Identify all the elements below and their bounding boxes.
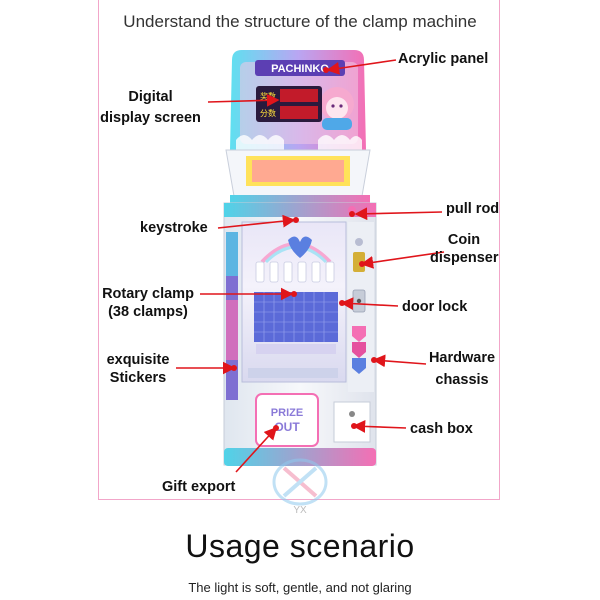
display-label-score: 分数 bbox=[260, 108, 276, 118]
control-panel bbox=[225, 149, 371, 203]
label-keystroke: keystroke bbox=[140, 220, 208, 236]
label-rotary-clamp-line1: Rotary clamp bbox=[102, 286, 194, 302]
marquee-text: PACHINKO bbox=[271, 63, 329, 75]
label-hardware-chassis-line2: chassis bbox=[435, 372, 489, 388]
diagram-frame bbox=[98, 0, 500, 500]
arrow-hardware-chassis bbox=[372, 354, 427, 368]
right-side-panel bbox=[348, 206, 374, 392]
label-acrylic-panel: Acrylic panel bbox=[398, 51, 489, 67]
prize-door-text-line2: OUT bbox=[274, 420, 300, 434]
prize-door-text-line1: PRIZE bbox=[271, 407, 303, 419]
arrow-acrylic-panel bbox=[326, 59, 397, 75]
label-pull-rod: pull rod bbox=[446, 201, 500, 217]
label-door-lock: door lock bbox=[402, 299, 468, 315]
glass-window bbox=[241, 221, 347, 383]
label-digital-display-line2: display screen bbox=[100, 110, 201, 126]
diagram-title: Understand the structure of the clamp ma… bbox=[123, 12, 477, 31]
arrow-gift-export bbox=[235, 426, 278, 473]
label-digital-display-line1: Digital bbox=[128, 89, 173, 105]
callout-arrows bbox=[176, 59, 445, 473]
callout-dots bbox=[231, 67, 377, 431]
arrow-pull-rod bbox=[354, 207, 443, 221]
arrow-keystroke bbox=[217, 214, 296, 229]
cash-box bbox=[333, 401, 371, 443]
exquisite-stickers bbox=[226, 232, 238, 400]
label-cash-box: cash box bbox=[410, 421, 473, 437]
watermark-logo bbox=[272, 458, 328, 506]
digital-display-screen: 奖数 分数 bbox=[256, 86, 322, 122]
arrow-digital-display bbox=[207, 93, 280, 107]
usage-title: Usage scenario bbox=[185, 528, 415, 564]
prize-out-door: PRIZE OUT bbox=[255, 393, 319, 447]
arrow-cash-box bbox=[352, 420, 407, 433]
label-hardware-chassis-line1: Hardware bbox=[428, 350, 496, 366]
label-coin-dispenser-line2: dispenser bbox=[430, 250, 499, 266]
label-coin-dispenser-line1: Coin bbox=[447, 232, 481, 248]
label-exquisite-stickers-line2: Stickers bbox=[109, 370, 167, 386]
label-exquisite-stickers-line1: exquisite bbox=[106, 352, 170, 368]
arrow-door-lock bbox=[340, 297, 399, 310]
label-gift-export: Gift export bbox=[162, 479, 236, 495]
watermark-text: YX bbox=[293, 505, 307, 516]
arrow-coin-dispenser bbox=[360, 251, 445, 269]
usage-subtitle: The light is soft, gentle, and not glari… bbox=[188, 580, 412, 595]
label-rotary-clamp-line2: (38 clamps) bbox=[108, 304, 188, 320]
